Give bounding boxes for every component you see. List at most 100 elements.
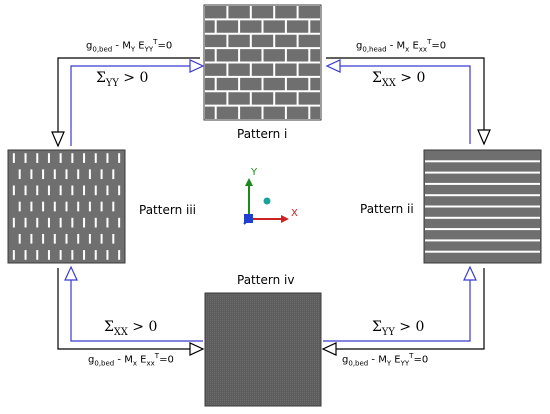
brick xyxy=(286,77,309,91)
brick xyxy=(275,92,297,105)
dash xyxy=(83,217,86,228)
dash xyxy=(83,185,86,196)
stripe xyxy=(425,205,540,208)
dash xyxy=(118,250,121,260)
dash xyxy=(18,169,21,180)
dash xyxy=(12,217,15,228)
brick xyxy=(286,49,309,62)
brick xyxy=(240,20,262,33)
coordinate-axes xyxy=(243,178,289,225)
dash xyxy=(118,185,121,196)
axis-x-label: X xyxy=(291,208,298,219)
brick xyxy=(275,6,297,19)
dash xyxy=(106,185,109,196)
dash xyxy=(112,201,115,212)
brick xyxy=(275,34,297,48)
dash xyxy=(112,233,115,244)
brick xyxy=(286,20,309,33)
brick xyxy=(251,63,274,76)
dash xyxy=(12,153,15,163)
dash xyxy=(42,169,45,180)
dash xyxy=(112,169,115,180)
brick xyxy=(310,106,320,119)
stripe xyxy=(425,182,540,185)
dash xyxy=(83,250,86,260)
condition-top-left: g0,bed - MY EYYT=0 xyxy=(86,38,173,54)
brick xyxy=(205,92,227,105)
dash xyxy=(53,169,56,180)
dash xyxy=(94,185,97,196)
pattern-i-label: Pattern i xyxy=(237,127,288,141)
brick xyxy=(263,49,285,62)
brick xyxy=(205,6,227,19)
dash xyxy=(36,250,39,260)
dash xyxy=(100,233,103,244)
stress-bottom-right: ΣYY > 0 xyxy=(372,319,425,338)
brick xyxy=(228,6,250,19)
brick xyxy=(263,77,285,91)
brick xyxy=(310,49,320,62)
brick xyxy=(240,77,262,91)
dash xyxy=(77,233,80,244)
dash xyxy=(47,250,50,260)
dash xyxy=(71,185,74,196)
stress-top-right: ΣXX > 0 xyxy=(372,70,426,89)
dash xyxy=(118,217,121,228)
brick xyxy=(286,106,309,119)
dash xyxy=(24,250,27,260)
dash xyxy=(42,201,45,212)
path-top-right xyxy=(325,57,491,146)
condition-bottom-right: g0,bed - MY EYYT=0 xyxy=(342,352,429,368)
brick xyxy=(310,20,320,33)
dash xyxy=(106,217,109,228)
dash xyxy=(53,201,56,212)
stripe xyxy=(425,250,540,253)
pattern-i-tile xyxy=(203,4,322,121)
dash xyxy=(71,250,74,260)
brick xyxy=(251,6,274,19)
dash xyxy=(12,185,15,196)
dash xyxy=(59,217,62,228)
dash xyxy=(71,153,74,163)
dash xyxy=(24,185,27,196)
pattern-iv-label: Pattern iv xyxy=(237,273,295,287)
brick xyxy=(240,49,262,62)
dash xyxy=(94,250,97,260)
brick xyxy=(205,34,227,48)
dash xyxy=(94,217,97,228)
dash xyxy=(71,217,74,228)
dash xyxy=(24,217,27,228)
dash xyxy=(30,201,33,212)
dash xyxy=(65,201,68,212)
dash xyxy=(36,153,39,163)
brick xyxy=(298,63,320,76)
dash xyxy=(30,233,33,244)
brick xyxy=(205,106,215,119)
dash xyxy=(118,153,121,163)
brick xyxy=(228,92,250,105)
dash xyxy=(94,153,97,163)
brick xyxy=(205,77,215,91)
dash xyxy=(18,233,21,244)
dash xyxy=(42,233,45,244)
dash xyxy=(77,169,80,180)
stripe xyxy=(425,228,540,231)
pattern-iii-tile xyxy=(7,149,126,264)
dash xyxy=(106,250,109,260)
dash xyxy=(36,217,39,228)
stress-top-left: ΣYY > 0 xyxy=(96,70,149,89)
stress-bottom-left: ΣXX > 0 xyxy=(104,319,158,338)
dash xyxy=(88,233,91,244)
brick xyxy=(298,6,320,19)
brick xyxy=(251,92,274,105)
brick xyxy=(263,106,285,119)
stripe xyxy=(425,194,540,197)
stripe xyxy=(425,171,540,174)
pattern-ii-label: Pattern ii xyxy=(360,202,414,216)
dash xyxy=(59,250,62,260)
dash xyxy=(47,217,50,228)
dash xyxy=(65,169,68,180)
brick xyxy=(216,106,239,119)
condition-bottom-left: g0,bed - Mx ExxT=0 xyxy=(88,352,174,368)
